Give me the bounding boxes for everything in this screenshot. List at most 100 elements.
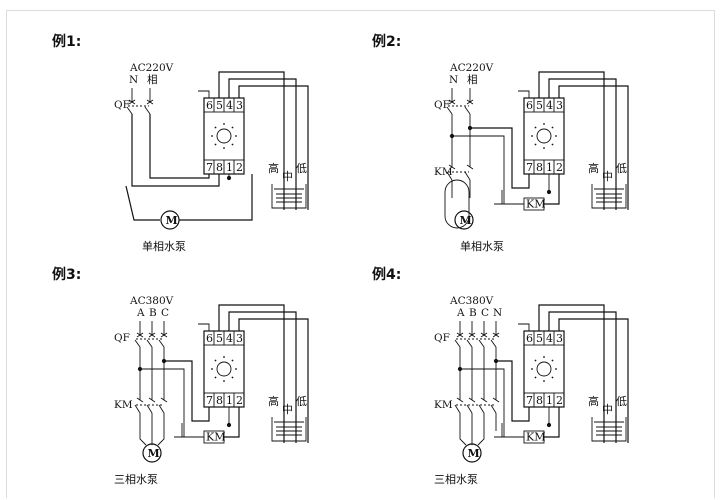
wire: [224, 407, 240, 438]
example-title: 例4:: [372, 266, 401, 283]
knob-mark: [534, 359, 537, 362]
wire: [518, 323, 530, 331]
junction-dot: [449, 133, 455, 139]
knob-mark: [534, 376, 537, 379]
wire: [538, 304, 605, 443]
knob-mark: [543, 380, 545, 382]
pump-label: 三相水泵: [114, 473, 158, 486]
terminal-number: 6: [206, 332, 213, 345]
pump-motor-icon: [462, 443, 482, 463]
level-label-low: 低: [616, 395, 627, 408]
knob-mark: [543, 356, 545, 358]
terminal-number: 2: [236, 161, 243, 174]
junction-dot: [546, 189, 552, 195]
terminal-number: 7: [206, 394, 213, 407]
terminal-number: 4: [546, 99, 553, 112]
knob-mark: [214, 126, 217, 129]
wire: [464, 171, 471, 181]
relay-knob: [216, 361, 232, 377]
wire: [179, 174, 253, 221]
km-label: KM: [434, 399, 453, 411]
level-label-low: 低: [616, 162, 627, 175]
knob-mark: [214, 376, 217, 379]
knob-mark: [534, 143, 537, 146]
wire: [480, 332, 488, 338]
level-label-high: 高: [588, 394, 599, 408]
wire: [134, 339, 141, 348]
wire: [148, 397, 156, 403]
qf-label: QF: [114, 332, 130, 344]
wire: [160, 397, 168, 403]
wire: [468, 332, 476, 338]
terminal-number: 1: [546, 394, 553, 407]
wire: [181, 423, 204, 438]
supply-voltage: AC380V: [129, 295, 174, 307]
pump-loop: [444, 179, 470, 229]
wire: [591, 417, 627, 442]
wire: [548, 78, 617, 210]
wire: [146, 404, 153, 414]
wire: [456, 332, 464, 338]
knob-mark: [214, 143, 217, 146]
junction-dot: [226, 422, 232, 428]
level-label-low: 低: [296, 162, 307, 175]
terminal-number: 3: [236, 99, 243, 112]
wire: [466, 404, 473, 414]
knob-mark: [551, 376, 554, 379]
wire: [271, 184, 307, 209]
terminal-number: 7: [206, 161, 213, 174]
terminal-number: 6: [526, 99, 533, 112]
terminal-number: 6: [206, 99, 213, 112]
terminal-number: 7: [526, 394, 533, 407]
wire: [158, 404, 165, 414]
wire: [501, 423, 524, 438]
terminal-number: 7: [526, 161, 533, 174]
knob-mark: [235, 135, 237, 137]
terminal-number: 5: [216, 332, 223, 345]
phase-label: C: [481, 307, 489, 319]
level-label-mid: 中: [602, 403, 613, 416]
relay-knob: [216, 128, 232, 144]
terminal-number: 2: [556, 161, 563, 174]
phase-label: 相: [467, 73, 478, 86]
phase-label: B: [469, 307, 477, 319]
supply-voltage: AC220V: [129, 62, 174, 74]
km-coil-label: KM: [206, 431, 225, 444]
km-label: KM: [114, 399, 133, 411]
wire: [548, 311, 617, 443]
terminal-number: 5: [536, 332, 543, 345]
wire: [538, 71, 605, 210]
junction-dot: [226, 175, 232, 181]
knob-mark: [534, 126, 537, 129]
wire: [460, 368, 505, 438]
level-label-low: 低: [296, 395, 307, 408]
wire: [466, 99, 474, 105]
wire: [218, 71, 285, 210]
wire: [470, 127, 530, 189]
phase-label: N: [493, 307, 502, 319]
km-coil-label: KM: [526, 198, 545, 211]
phase-label: B: [149, 307, 157, 319]
level-label-high: 高: [588, 161, 599, 175]
qf-label: QF: [114, 99, 130, 111]
wire: [146, 339, 153, 348]
knob-mark: [211, 368, 213, 370]
wire: [149, 114, 210, 179]
example-title: 例1:: [52, 33, 81, 50]
wire: [492, 397, 500, 403]
terminal-number: 6: [526, 332, 533, 345]
knob-mark: [211, 135, 213, 137]
phase-label: A: [456, 307, 465, 319]
wire: [558, 85, 629, 210]
knob-mark: [223, 356, 225, 358]
wire: [238, 318, 309, 443]
pump-motor-icon: [142, 443, 162, 463]
knob-mark: [531, 368, 533, 370]
wire: [228, 311, 297, 443]
terminal-number: 2: [556, 394, 563, 407]
wire: [148, 332, 156, 338]
